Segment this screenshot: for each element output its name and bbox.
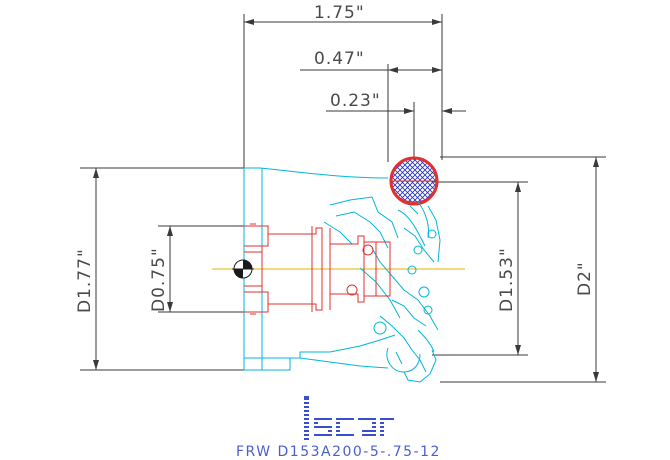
dim-depth-047: 0.47" xyxy=(314,49,365,69)
logo-text: iscar xyxy=(344,457,347,459)
dim-diameter-153: D1.53" xyxy=(497,247,517,312)
dim-diameter-177: D1.77" xyxy=(75,248,95,313)
dim-overall-length: 1.75" xyxy=(314,3,365,23)
round-insert xyxy=(389,156,439,239)
dim-diameter-075: D0.75" xyxy=(149,247,169,312)
cutter-body xyxy=(243,167,441,383)
dimension-arrows xyxy=(93,19,599,382)
bore-profile xyxy=(244,225,391,313)
dimension-lines xyxy=(80,14,606,383)
tool-designation: FRW D153A200-5-.75-12 xyxy=(236,444,441,460)
dim-diameter-2: D2" xyxy=(575,261,595,296)
brand-logo: iscar xyxy=(304,396,394,459)
thread-marks xyxy=(250,223,331,315)
dim-depth-023: 0.23" xyxy=(330,91,381,111)
axis-symbol xyxy=(232,259,254,279)
